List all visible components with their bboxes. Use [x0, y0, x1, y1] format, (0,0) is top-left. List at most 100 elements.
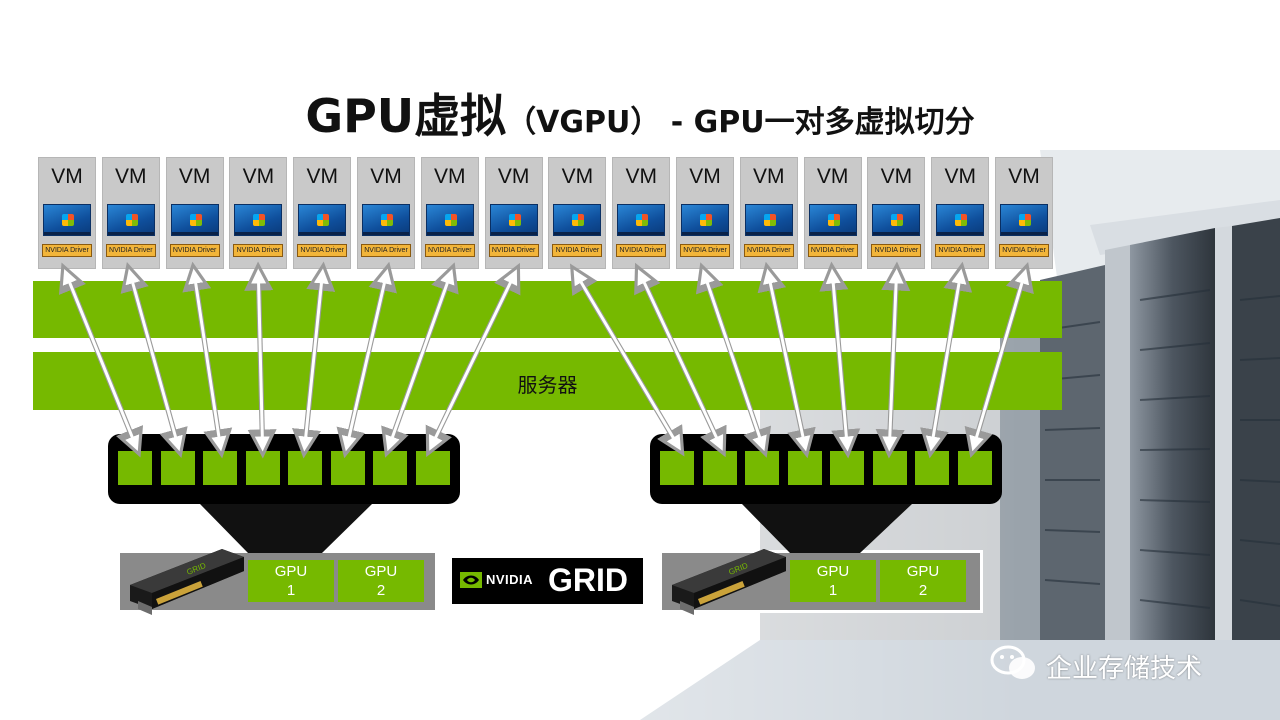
nvidia-driver-label: NVIDIA Driver: [42, 244, 92, 257]
windows-desktop-icon: [617, 204, 666, 236]
vm-box: VM NVIDIA Driver: [101, 157, 160, 269]
title-main: GPU虚拟: [305, 89, 507, 143]
vm-box: VM NVIDIA Driver: [229, 157, 288, 269]
nvidia-driver-label: NVIDIA Driver: [361, 244, 411, 257]
vgpu-slot: [288, 451, 322, 485]
nvidia-driver-label: NVIDIA Driver: [297, 244, 348, 257]
windows-desktop-icon: [1000, 204, 1048, 236]
vm-box: VM NVIDIA Driver: [995, 157, 1053, 269]
vm-label: VM: [689, 165, 721, 188]
windows-desktop-icon: [170, 204, 219, 236]
nvidia-driver-label: NVIDIA Driver: [935, 244, 986, 257]
gpu-card-right: GRID GPU 1 GPU 2: [662, 549, 980, 615]
windows-desktop-icon: [872, 204, 921, 236]
windows-desktop-icon: [936, 204, 985, 236]
vm-label: VM: [880, 165, 913, 188]
nvidia-driver-label: NVIDIA Driver: [169, 244, 220, 257]
vm-box: VM NVIDIA Driver: [38, 157, 96, 269]
vm-label: VM: [497, 165, 530, 188]
vgpu-slot-group-left: [108, 434, 460, 504]
vgpu-slot: [872, 451, 907, 485]
gpu-card-left: GRID GPU 1 GPU 2: [120, 549, 435, 615]
vm-box: VM NVIDIA Driver: [548, 157, 607, 269]
vm-box: VM NVIDIA Driver: [420, 157, 479, 269]
windows-desktop-icon: [744, 204, 793, 236]
gpu-2-number: 2: [918, 582, 928, 599]
nvidia-grid-logo: NVIDIA GRID: [452, 558, 643, 604]
vgpu-slot-group-right: [650, 434, 1002, 504]
vm-label: VM: [242, 165, 275, 188]
vm-box: VM NVIDIA Driver: [165, 157, 224, 269]
vm-box: VM NVIDIA Driver: [293, 157, 352, 269]
vgpu-slot: [373, 451, 407, 485]
nvidia-driver-label: NVIDIA Driver: [233, 244, 284, 257]
windows-desktop-icon: [808, 204, 857, 236]
vm-label: VM: [178, 165, 211, 188]
windows-desktop-icon: [106, 204, 155, 236]
windows-desktop-icon: [681, 204, 729, 236]
gpu-1-block: GPU 1: [248, 560, 334, 602]
vm-label: VM: [370, 165, 402, 188]
windows-desktop-icon: [234, 204, 283, 236]
nvidia-driver-label: NVIDIA Driver: [807, 244, 858, 257]
gpu-2-name: GPU: [906, 563, 940, 580]
gpu-1-name: GPU: [816, 563, 850, 580]
nvidia-driver-label: NVIDIA Driver: [999, 244, 1049, 257]
vm-label: VM: [625, 165, 657, 188]
vgpu-slot: [160, 451, 195, 485]
nvidia-driver-label: NVIDIA Driver: [488, 244, 539, 257]
vgpu-slot: [787, 451, 822, 485]
vm-label: VM: [816, 165, 849, 188]
vgpu-slot: [330, 451, 365, 485]
vm-box: VM NVIDIA Driver: [867, 157, 926, 269]
nvidia-driver-label: NVIDIA Driver: [871, 244, 922, 257]
gpu-1-number: 1: [828, 582, 838, 599]
vgpu-slot: [203, 451, 237, 485]
windows-desktop-icon: [489, 204, 538, 236]
graphics-card-icon: GRID: [672, 549, 786, 615]
vm-label: VM: [115, 165, 147, 188]
windows-desktop-icon: [362, 204, 410, 236]
gpu-1-number: 1: [286, 582, 296, 599]
gpu-2-number: 2: [376, 582, 386, 599]
nvidia-driver-label: NVIDIA Driver: [680, 244, 730, 257]
vm-label: VM: [944, 165, 976, 188]
gpu-2-block: GPU 2: [338, 560, 424, 602]
windows-desktop-icon: [298, 204, 347, 236]
vm-box: VM NVIDIA Driver: [676, 157, 734, 269]
vgpu-slot: [830, 451, 864, 485]
nvidia-driver-label: NVIDIA Driver: [616, 244, 667, 257]
nvidia-wordmark: NVIDIA: [486, 572, 534, 587]
vm-label: VM: [51, 165, 83, 188]
windows-desktop-icon: [43, 204, 91, 236]
wechat-icon: [990, 645, 1035, 679]
vgpu-slot: [118, 451, 152, 485]
vm-box: VM NVIDIA Driver: [484, 157, 543, 269]
vm-label: VM: [753, 165, 785, 188]
vm-label: VM: [1008, 165, 1040, 188]
gpu-1-block: GPU 1: [790, 560, 876, 602]
gpu-2-name: GPU: [364, 563, 398, 580]
nvidia-driver-label: NVIDIA Driver: [105, 244, 156, 257]
nvidia-driver-label: NVIDIA Driver: [424, 244, 475, 257]
vm-box: VM NVIDIA Driver: [739, 157, 798, 269]
vm-label: VM: [306, 165, 338, 188]
vm-label: VM: [434, 165, 466, 188]
nvidia-driver-label: NVIDIA Driver: [552, 244, 603, 257]
vm-label: VM: [561, 165, 594, 188]
watermark-text: 企业存储技术: [1046, 654, 1203, 684]
windows-desktop-icon: [425, 204, 474, 236]
vgpu-slot: [702, 451, 737, 485]
grid-wordmark: GRID: [548, 562, 628, 598]
vm-box: VM NVIDIA Driver: [803, 157, 862, 269]
vgpu-slot: [957, 451, 992, 485]
nvidia-driver-label: NVIDIA Driver: [743, 244, 794, 257]
vm-box: VM NVIDIA Driver: [931, 157, 990, 269]
vm-box: VM NVIDIA Driver: [357, 157, 415, 269]
vgpu-slot: [660, 451, 694, 485]
vgpu-slot: [415, 451, 450, 485]
hypervisor-band: [33, 281, 1062, 338]
page-title: GPU虚拟（VGPU） - GPU一对多虚拟切分: [0, 80, 1280, 146]
vgpu-slot: [915, 451, 949, 485]
title-sub: （VGPU） - GPU一对多虚拟切分: [506, 105, 975, 140]
